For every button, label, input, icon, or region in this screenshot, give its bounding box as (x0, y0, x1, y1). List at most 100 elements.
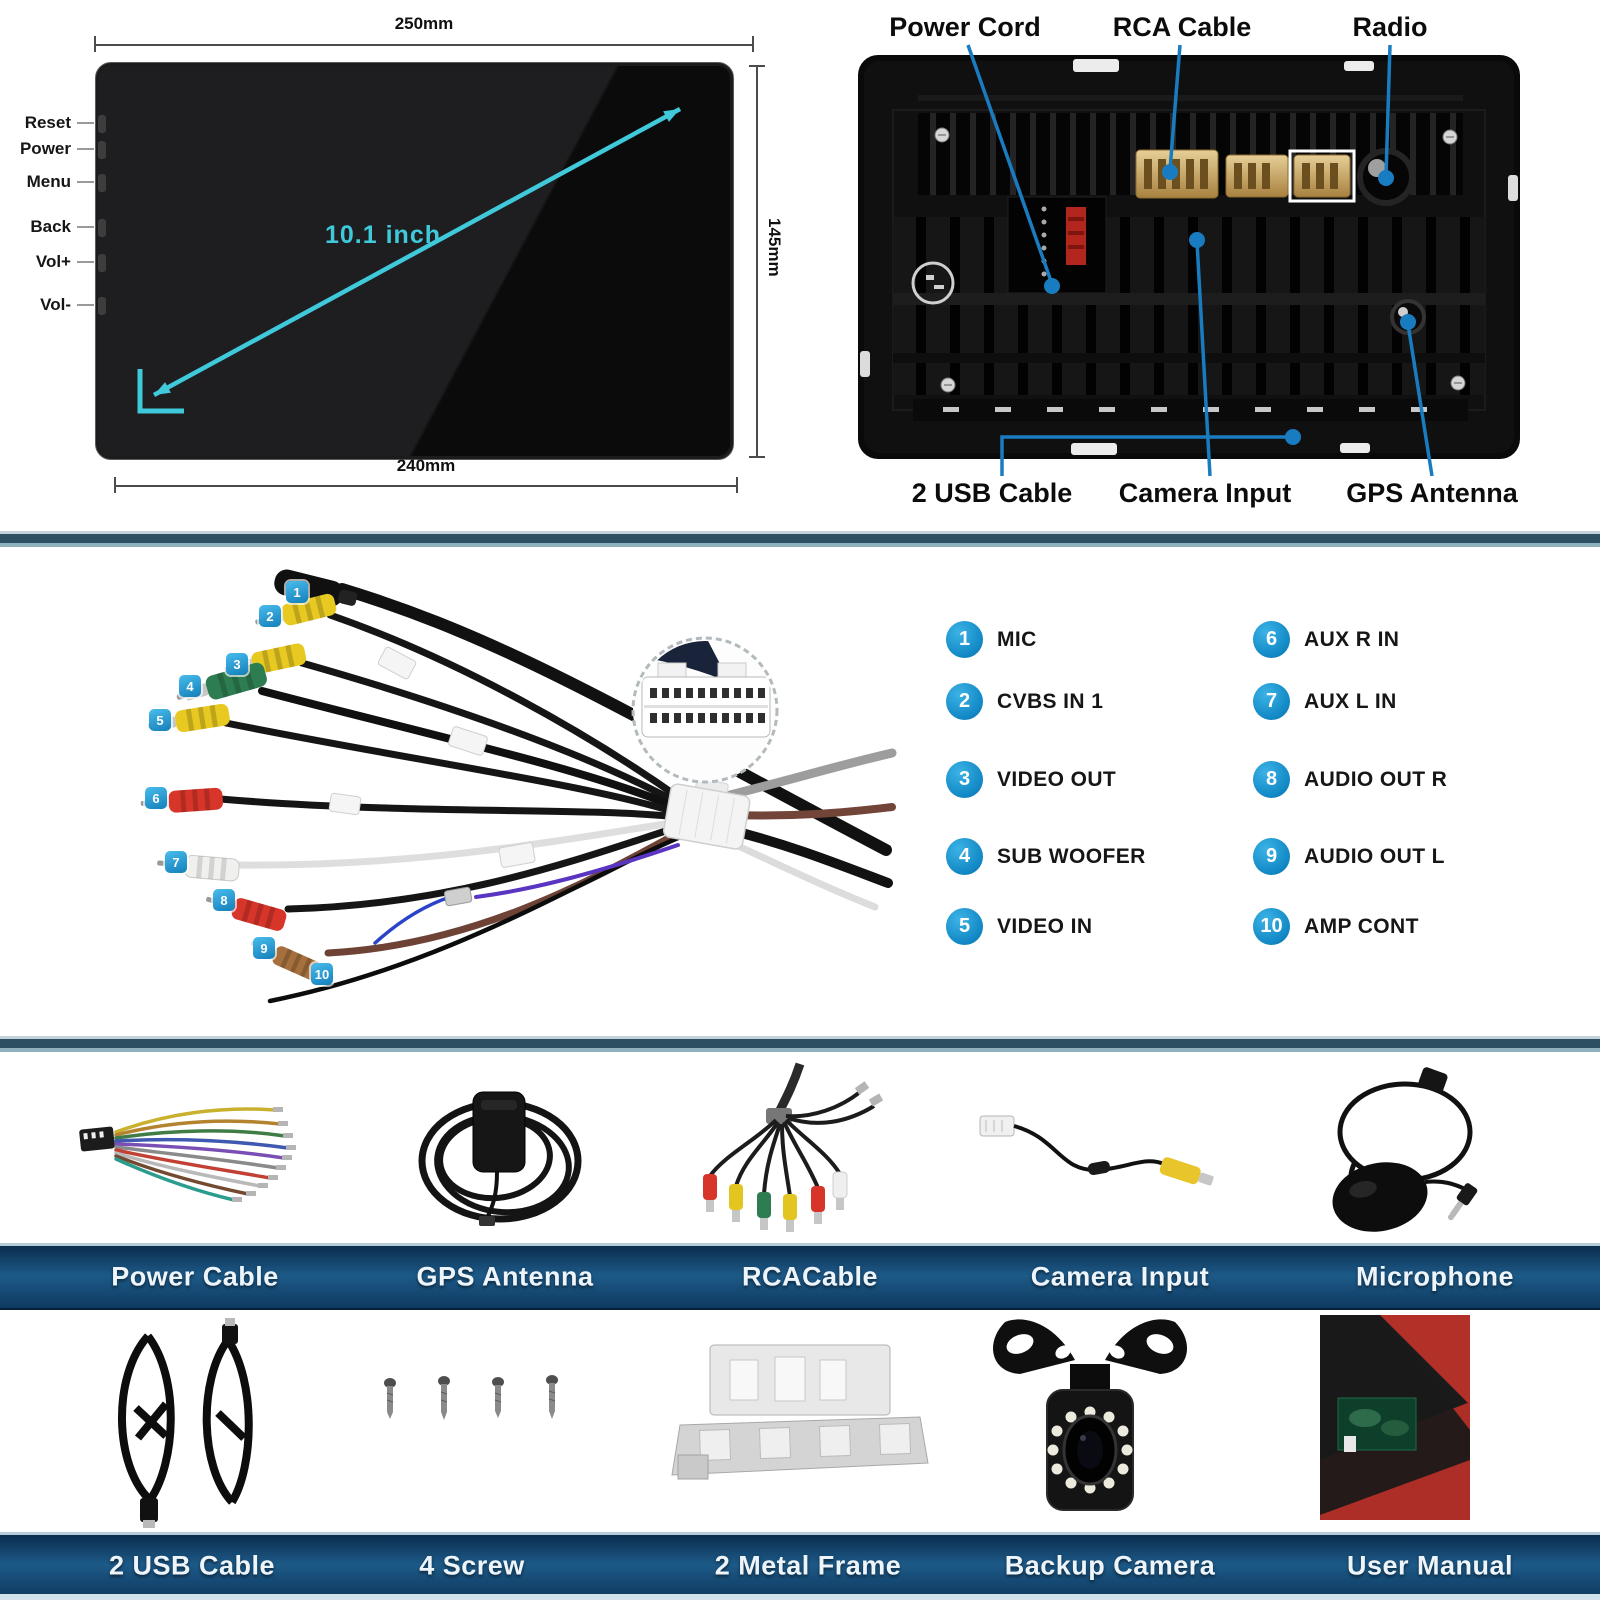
legend-number-badge: 10 (1253, 908, 1290, 945)
head-unit-back-view (858, 55, 1520, 459)
button-label-power: Power (8, 139, 94, 159)
menu-button-nub (98, 174, 106, 192)
package-row2-label-bar: 2 USB Cable 4 Screw 2 Metal Frame Backup… (0, 1532, 1600, 1599)
button-label-back: Back (8, 217, 94, 237)
button-label-vol-up: Vol+ (8, 252, 94, 272)
harness-marker-9: 9 (253, 937, 275, 959)
back-button-nub (98, 219, 106, 237)
vent-dashes (943, 407, 1427, 412)
screw-icon (438, 1376, 450, 1420)
leader-line (77, 148, 94, 150)
metal-frame-photo (671, 1344, 929, 1480)
inline-connector (443, 886, 473, 907)
power-socket (1007, 196, 1107, 294)
harness-marker-8: 8 (213, 889, 235, 911)
camera-socket (1288, 149, 1356, 203)
screw-icon (384, 1378, 396, 1419)
package-label-power-cable: Power Cable (111, 1261, 279, 1292)
tick (749, 456, 765, 458)
harness-main-plug (662, 778, 751, 850)
connector-magnifier-icon (631, 636, 779, 784)
package-label-screw: 4 Screw (419, 1550, 525, 1581)
callout-power-cord: Power Cord (889, 12, 1041, 42)
rca-output-harness (140, 569, 897, 1004)
legend-label: MIC (997, 627, 1037, 651)
button-label-vol-down: Vol- (8, 295, 94, 315)
legend-label: AUX L IN (1304, 689, 1397, 713)
legend-label: AUDIO OUT L (1304, 844, 1445, 868)
harness-marker-2: 2 (259, 605, 281, 627)
mounting-tabs (860, 59, 1518, 455)
power-cable-photo (79, 1107, 296, 1202)
callout-rca-cable: RCA Cable (1112, 12, 1252, 42)
legend-item-subwoofer: 4 SUB WOOFER (946, 838, 1146, 875)
screen-size-label: 10.1 inch (325, 221, 441, 249)
package-label-gps-antenna: GPS Antenna (416, 1261, 594, 1292)
leader-line (77, 304, 94, 306)
package-label-backup-camera: Backup Camera (1004, 1550, 1216, 1581)
callout-camera-input: Camera Input (1118, 478, 1292, 508)
harness-marker-7: 7 (165, 851, 187, 873)
microphone-photo (1332, 1067, 1478, 1232)
package-row1-label-bar: Power Cable GPS Antenna RCACable Camera … (0, 1243, 1600, 1310)
package-label-rca-cable: RCACable (741, 1261, 879, 1292)
legend-number-badge: 8 (1253, 761, 1290, 798)
usb-cables-photo (118, 1318, 253, 1528)
legend-label: SUB WOOFER (997, 844, 1146, 868)
backup-camera-photo (993, 1319, 1187, 1511)
legend-label: AUX R IN (1304, 627, 1400, 651)
legend-label: AUDIO OUT R (1304, 767, 1448, 791)
diagonal-measure-arrow-icon (137, 107, 682, 414)
ground-emblem (911, 261, 955, 305)
callout-radio: Radio (1352, 12, 1428, 42)
harness-marker-1: 1 (286, 581, 308, 603)
dimension-line-side (756, 66, 758, 458)
button-label-menu: Menu (8, 172, 94, 192)
dimension-width-top: 250mm (394, 14, 454, 33)
leader-line (77, 226, 94, 228)
rca-plugs (140, 593, 337, 981)
screws-photo (384, 1375, 558, 1420)
package-label-camera-input: Camera Input (1030, 1261, 1210, 1292)
tick (749, 65, 765, 67)
harness-marker-4: 4 (179, 675, 201, 697)
user-manual-photo (1320, 1315, 1470, 1520)
legend-item-amp-cont: 10 AMP CONT (1253, 908, 1419, 945)
leader-line (77, 181, 94, 183)
section-divider (0, 531, 1600, 547)
legend-number-badge: 7 (1253, 683, 1290, 720)
volume-down-button-nub (98, 297, 106, 315)
tick (736, 477, 738, 493)
gps-antenna-photo (418, 1091, 582, 1226)
legend-number-badge: 6 (1253, 621, 1290, 658)
package-label-microphone: Microphone (1356, 1261, 1514, 1292)
rca-cable-photo (703, 1062, 884, 1232)
legend-label: VIDEO IN (997, 914, 1093, 938)
leader-line (77, 122, 94, 124)
tick (94, 36, 96, 52)
harness-marker-6: 6 (145, 787, 167, 809)
usb-socket (1225, 154, 1289, 198)
legend-item-aux-r: 6 AUX R IN (1253, 621, 1399, 658)
legend-number-badge: 4 (946, 838, 983, 875)
volume-up-button-nub (98, 254, 106, 272)
reset-button-nub (98, 115, 106, 133)
callout-gps-antenna: GPS Antenna (1346, 478, 1518, 508)
dimension-line-top (95, 44, 753, 46)
legend-label: AMP CONT (1304, 914, 1419, 938)
dimension-width-bottom: 240mm (396, 456, 456, 475)
legend-label: CVBS IN 1 (997, 689, 1104, 713)
legend-label: VIDEO OUT (997, 767, 1117, 791)
callout-leader-lines (966, 44, 1434, 477)
harness-marker-5: 5 (149, 709, 171, 731)
dimension-line-bottom (115, 485, 737, 487)
legend-item-audio-out-r: 8 AUDIO OUT R (1253, 761, 1447, 798)
legend-number-badge: 9 (1253, 838, 1290, 875)
button-label-reset: Reset (8, 113, 94, 133)
camera-input-cable-photo (979, 1115, 1214, 1186)
screw-icon (492, 1377, 504, 1418)
